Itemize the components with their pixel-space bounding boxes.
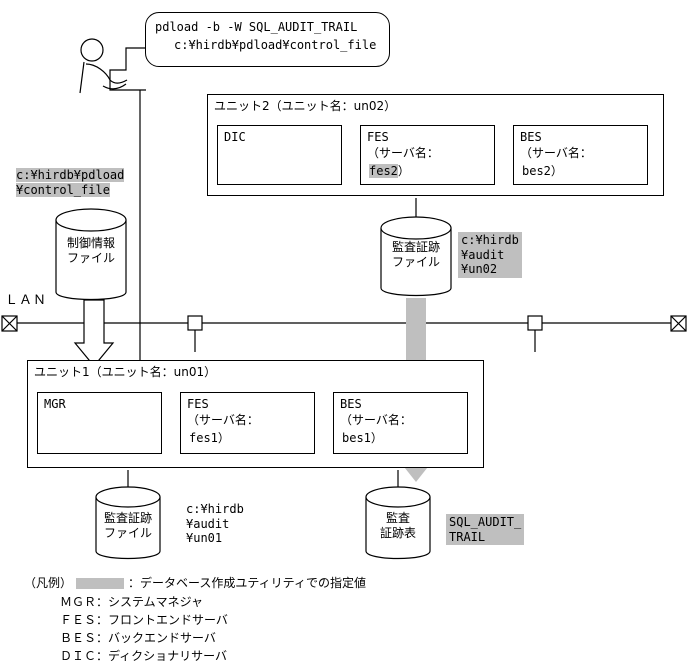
- audit-file-un01-cyl-line1: 監査証跡: [103, 511, 152, 525]
- audit-table-cylinder: [365, 470, 431, 560]
- lan-label: ＬＡＮ: [5, 293, 48, 308]
- control-file-load-arrow: [73, 299, 115, 367]
- person-icon: [79, 38, 128, 94]
- legend-swatch: [76, 578, 124, 589]
- legend-swatch-description: ：データベース作成ユティリティでの指定値: [128, 576, 366, 590]
- unit1-server-fes: FES （サーバ名： fes1）: [180, 392, 315, 454]
- speech-bubble-tail: [109, 47, 146, 91]
- audit-table-name-line1: SQL_AUDIT_: [449, 515, 522, 529]
- legend-entry-mgr: ＭＧＲ：システムマネジャ: [60, 595, 204, 609]
- unit1-fes-name: FES: [187, 397, 209, 411]
- audit-table-name-line2: TRAIL: [449, 529, 486, 544]
- pdload-command-line1: pdload -b -W SQL_AUDIT_TRAIL: [155, 20, 358, 34]
- unit2-header: ユニット2（ユニット名：un02）: [214, 99, 397, 113]
- unit2-bes-name: BES: [520, 130, 542, 144]
- audit-table-cyl-line2: 証跡表: [379, 525, 416, 540]
- audit-file-un01-path-line1: c:¥hirdb: [186, 502, 244, 516]
- unit2-fes-servername-label: （サーバ名：: [367, 146, 439, 160]
- audit-file-un02-path-line3: ¥un02: [461, 262, 498, 277]
- unit1-bes-name: BES: [340, 397, 362, 411]
- audit-table-cyl-line1: 監査: [385, 511, 410, 525]
- unit2-bes-servername-value: bes2）: [522, 164, 563, 178]
- unit2-fes-name: FES: [367, 130, 389, 144]
- pdload-command-line2: c:¥hirdb¥pdload¥control_file: [174, 38, 377, 52]
- control-file-cyl-line1: 制御情報: [66, 236, 115, 250]
- audit-file-un02-cylinder: [380, 198, 452, 297]
- unit2-dic-name: DIC: [224, 130, 246, 144]
- unit1-header: ユニット1（ユニット名：un01）: [34, 365, 217, 379]
- unit1-fes-servername-label: （サーバ名：: [187, 413, 259, 427]
- audit-file-un02-path-line1: c:¥hirdb: [461, 233, 519, 247]
- audit-file-un02-path: c:¥hirdb¥audit¥un02: [458, 232, 522, 278]
- legend-entry-dic: ＤＩＣ：ディクショナリサーバ: [60, 649, 228, 663]
- unit1-server-mgr: MGR: [37, 392, 162, 454]
- legend-title: （凡例）: [24, 576, 73, 590]
- pdload-to-mgr-connector: [134, 90, 146, 386]
- audit-table-name: SQL_AUDIT_TRAIL: [446, 514, 525, 546]
- audit-file-un01-cyl-label: 監査証跡ファイル: [96, 511, 160, 540]
- unit2-server-dic: DIC: [217, 125, 342, 185]
- unit1-mgr-name: MGR: [44, 397, 66, 411]
- unit1-bes-servername-label: （サーバ名：: [340, 413, 412, 427]
- control-file-cyl-label: 制御情報ファイル: [56, 236, 126, 265]
- audit-file-un01-cyl-line2: ファイル: [103, 525, 152, 540]
- audit-file-un02-cyl-label: 監査証跡ファイル: [381, 240, 451, 269]
- unit2-server-bes: BES （サーバ名： bes2）: [513, 125, 648, 185]
- legend-entry-bes: ＢＥＳ：バックエンドサーバ: [60, 631, 216, 645]
- audit-file-un02-cyl-line2: ファイル: [391, 254, 440, 269]
- unit2-fes-servername-value-wrap: fes2）: [369, 164, 410, 179]
- audit-file-un01-cylinder: [95, 470, 161, 560]
- legend-entry-fes: ＦＥＳ：フロントエンドサーバ: [60, 613, 228, 627]
- unit1-fes-servername-value: fes1）: [189, 431, 230, 445]
- control-file-path-line2: ¥control_file: [16, 182, 110, 197]
- unit1-server-bes: BES （サーバ名： bes1）: [333, 392, 468, 454]
- audit-file-un02-path-line2: ¥audit: [461, 247, 505, 262]
- control-file-cylinder: [55, 208, 127, 345]
- unit2-bes-servername-label: （サーバ名：: [520, 146, 592, 160]
- audit-table-cyl-label: 監査証跡表: [366, 511, 430, 540]
- unit2-server-fes: FES （サーバ名： fes2）: [360, 125, 495, 185]
- audit-file-un02-cyl-line1: 監査証跡: [391, 240, 440, 254]
- control-file-path: c:¥hirdb¥pdload¥control_file: [16, 168, 125, 197]
- pdload-command-bubble: pdload -b -W SQL_AUDIT_TRAIL c:¥hirdb¥pd…: [145, 12, 390, 67]
- lan-bus: [1, 315, 687, 352]
- unit1-bes-servername-value: bes1）: [342, 431, 383, 445]
- control-file-cyl-line2: ファイル: [66, 250, 115, 265]
- audit-file-un01-path: c:¥hirdb¥audit¥un01: [186, 502, 244, 546]
- control-file-path-line1: c:¥hirdb¥pdload: [16, 168, 125, 182]
- unit2-fes-paren: ）: [397, 164, 410, 178]
- audit-file-un01-path-line2: ¥audit: [186, 516, 230, 531]
- audit-file-un01-path-line3: ¥un01: [186, 531, 223, 546]
- unit2-fes-servername-value: fes2: [369, 164, 398, 178]
